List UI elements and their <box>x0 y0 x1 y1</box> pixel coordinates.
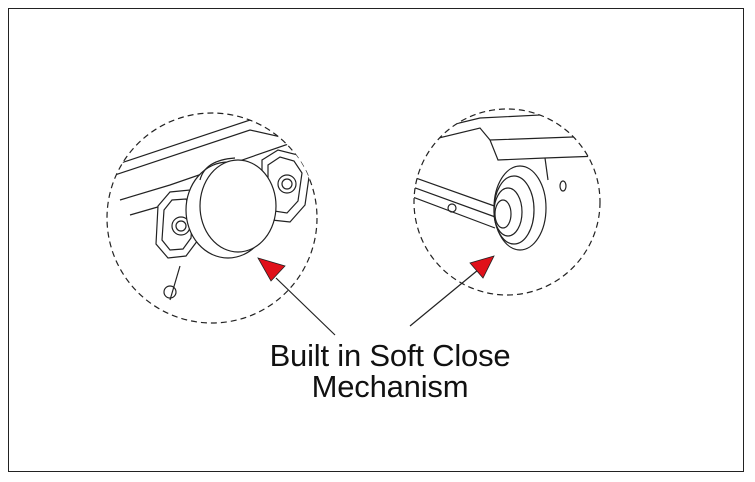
caption: Built in Soft Close Mechanism <box>180 340 600 402</box>
caption-line-2: Mechanism <box>311 369 469 404</box>
caption-line-1: Built in Soft Close <box>269 338 511 373</box>
right-pointer-arrow <box>409 255 495 327</box>
figure-frame <box>8 8 744 472</box>
right-detail-circle <box>413 108 601 296</box>
left-detail-circle <box>106 112 318 324</box>
left-pointer-arrow <box>257 257 336 336</box>
